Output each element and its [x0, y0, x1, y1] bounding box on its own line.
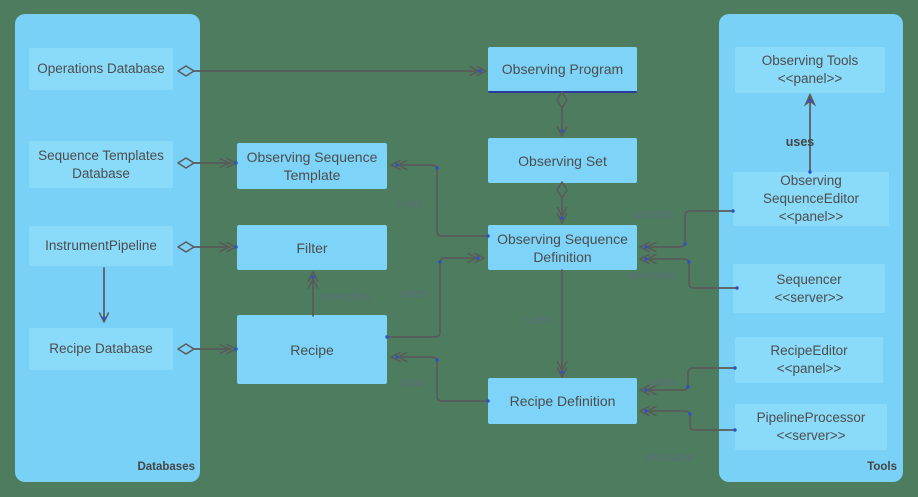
edge-label-uses: uses: [397, 196, 423, 210]
edge-lines: [103, 70, 811, 431]
node-observing-sequence-template[interactable]: Observing Sequence Template: [237, 143, 387, 189]
node-label: PipelineProcessor <<server>>: [756, 410, 866, 443]
tools-panel[interactable]: Observing Tools <<panel>> Observing Sequ…: [719, 14, 903, 482]
node-label: RecipeEditor <<panel>>: [770, 343, 848, 376]
node-sequencer[interactable]: Sequencer <<server>>: [733, 264, 885, 313]
node-label: Recipe Definition: [509, 393, 616, 409]
node-label: Operations Database: [37, 61, 165, 76]
edge-label-uses: uses: [400, 286, 426, 300]
node-label: Observing Tools <<panel>>: [761, 53, 859, 86]
node-recipe-definition[interactable]: Recipe Definition: [488, 378, 637, 424]
tools-panel-title: Tools: [867, 461, 897, 473]
node-label: InstrumentPipeline: [45, 238, 157, 253]
edge-label-creates: creates: [634, 207, 674, 221]
node-label: Recipe Database: [49, 341, 153, 356]
node-sequence-templates-database[interactable]: Sequence Templates Database: [29, 141, 173, 188]
node-observing-tools[interactable]: Observing Tools <<panel>>: [735, 47, 885, 93]
node-recipe-database[interactable]: Recipe Database: [29, 328, 173, 370]
node-label: Observing Set: [518, 152, 607, 169]
node-observing-program[interactable]: Observing Program: [488, 47, 637, 93]
node-observing-sequence-editor[interactable]: Observing SequenceEditor <<panel>>: [733, 172, 889, 226]
arrowhead-icon: [98, 65, 817, 417]
waypoint-dots: [102, 69, 812, 432]
edge-label-executes: executes: [321, 289, 371, 303]
edge-label-uses: uses: [399, 375, 425, 389]
node-operations-database[interactable]: Operations Database: [29, 48, 173, 90]
databases-panel-title: Databases: [137, 461, 195, 473]
edge-label-edits: edits: [649, 375, 675, 389]
node-label: Observing Sequence Template: [246, 149, 378, 183]
node-filter[interactable]: Filter: [237, 225, 387, 270]
node-observing-sequence-definition[interactable]: Observing Sequence Definition: [488, 225, 637, 270]
edge-label-uses: uses: [526, 312, 552, 326]
edge-label-executes: executes: [626, 268, 676, 282]
node-observing-set[interactable]: Observing Set: [488, 138, 637, 183]
node-recipe-editor[interactable]: RecipeEditor <<panel>>: [735, 337, 883, 383]
node-label: Observing SequenceEditor <<panel>>: [762, 173, 860, 224]
node-recipe[interactable]: Recipe: [237, 315, 387, 384]
node-label: Recipe: [290, 341, 334, 358]
node-label: Filter: [296, 239, 328, 256]
databases-panel[interactable]: Operations Database Sequence Templates D…: [15, 14, 200, 482]
edge-label-uses-bold: uses: [785, 135, 815, 149]
node-label: Observing Sequence Definition: [497, 230, 628, 265]
node-label: Observing Program: [501, 61, 624, 77]
node-label: Sequence Templates Database: [38, 147, 164, 181]
node-label: Sequencer <<server>>: [774, 271, 844, 305]
aggregation-diamond-icon: [177, 65, 568, 355]
edge-label-executes: executes: [644, 450, 694, 464]
node-pipeline-processor[interactable]: PipelineProcessor <<server>>: [735, 404, 887, 450]
node-instrument-pipeline[interactable]: InstrumentPipeline: [29, 226, 173, 266]
